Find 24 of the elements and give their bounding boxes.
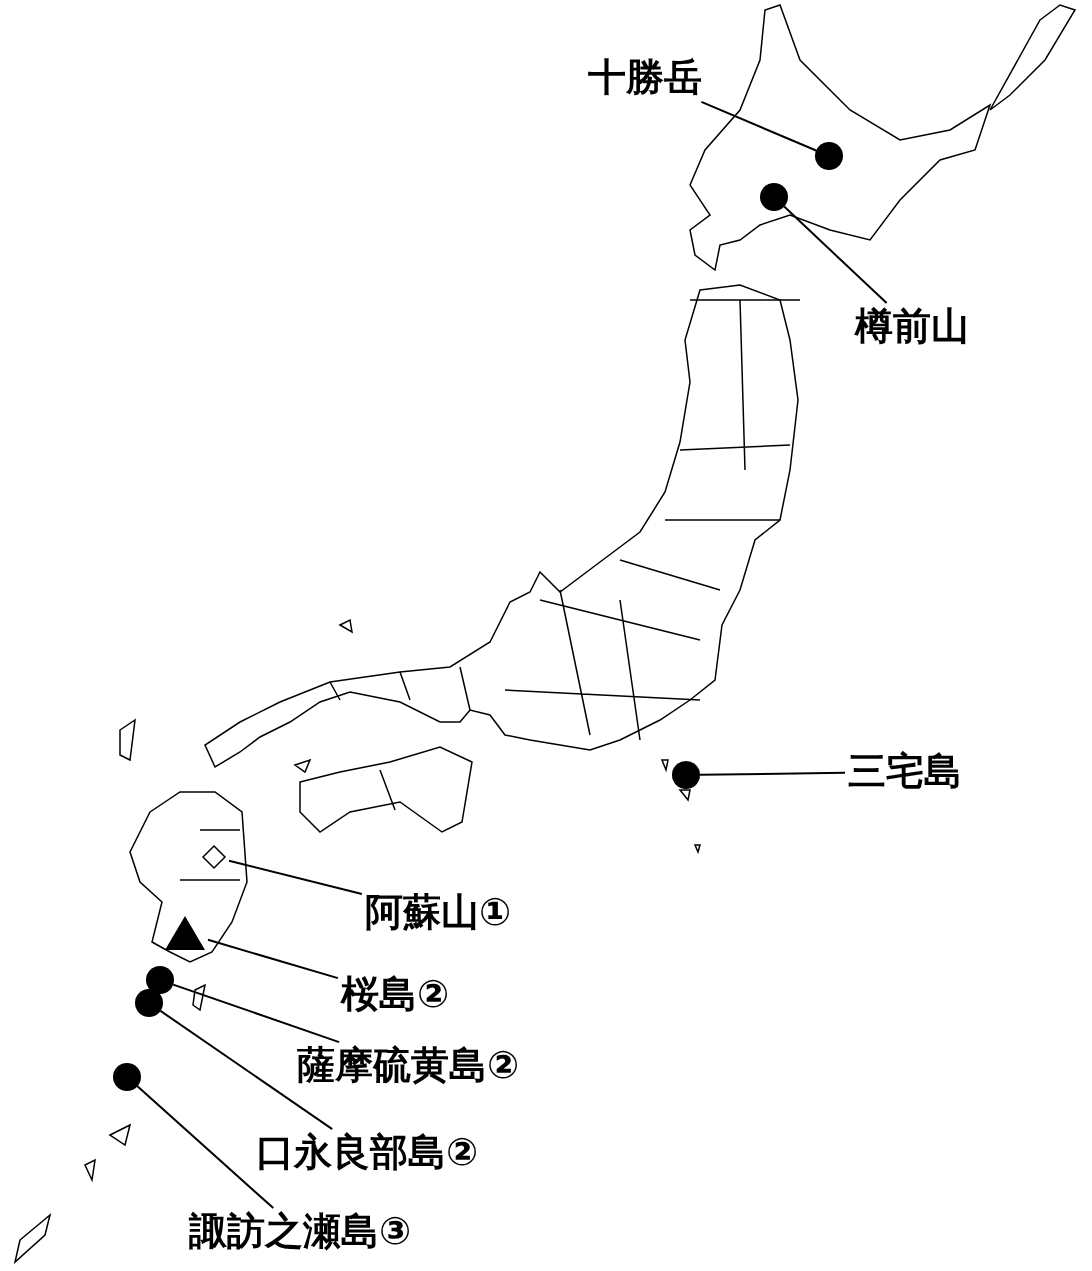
leader-line bbox=[228, 859, 363, 895]
volcano-label: 樽前山 bbox=[855, 306, 969, 348]
leader-line bbox=[207, 938, 339, 980]
leader-line bbox=[783, 205, 888, 305]
leader-line bbox=[700, 100, 818, 152]
volcano-label: 口永良部島② bbox=[255, 1132, 479, 1174]
volcano-triangle bbox=[165, 916, 205, 950]
leader-line bbox=[699, 771, 846, 776]
volcano-label: 十勝岳 bbox=[588, 57, 702, 99]
volcano-diamond bbox=[202, 845, 226, 869]
volcano-dot bbox=[815, 142, 843, 170]
volcano-dot bbox=[146, 966, 174, 994]
volcano-dot bbox=[672, 761, 700, 789]
leader-line bbox=[159, 1009, 334, 1131]
volcano-dot bbox=[760, 183, 788, 211]
volcano-dot bbox=[135, 989, 163, 1017]
volcano-label: 薩摩硫黄島② bbox=[296, 1045, 520, 1087]
volcano-label: 三宅島 bbox=[848, 751, 962, 793]
volcano-label: 諏訪之瀬島③ bbox=[188, 1211, 412, 1253]
volcano-label: 阿蘇山① bbox=[364, 892, 512, 934]
leader-line bbox=[136, 1085, 275, 1210]
volcano-dot bbox=[113, 1063, 141, 1091]
leader-line bbox=[172, 983, 341, 1044]
volcano-label: 桜島② bbox=[340, 974, 450, 1016]
